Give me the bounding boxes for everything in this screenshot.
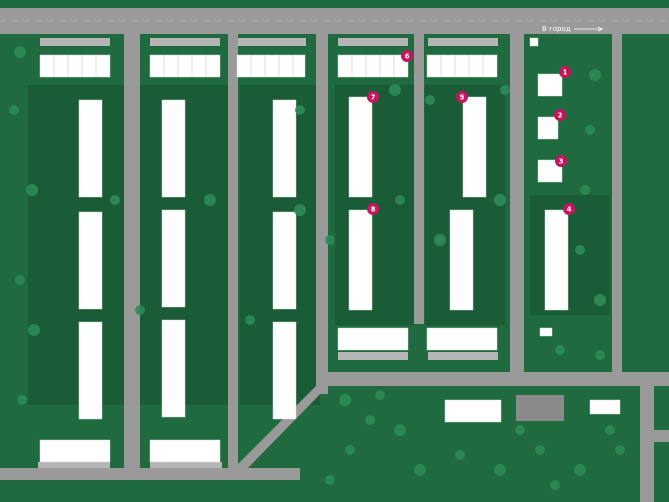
house-block (426, 54, 498, 78)
svg-text:8: 8 (371, 206, 376, 214)
svg-text:6: 6 (405, 53, 410, 61)
driveways (38, 38, 498, 468)
house-block (78, 211, 103, 310)
utility-building (589, 399, 621, 415)
house-block (544, 209, 569, 311)
house-single (529, 37, 539, 47)
svg-text:1: 1 (563, 69, 568, 77)
trees (9, 46, 625, 490)
house-block (39, 439, 111, 463)
parking-lot (516, 395, 564, 421)
house-block (348, 209, 373, 311)
house-block (149, 439, 221, 463)
svg-text:7: 7 (371, 94, 376, 102)
svg-text:5: 5 (460, 94, 465, 102)
house-block (444, 399, 502, 423)
marker-8[interactable]: 8 (367, 203, 379, 215)
house-block (161, 99, 186, 198)
house-block (78, 99, 103, 198)
marker-6[interactable]: 6 (401, 50, 413, 62)
marker-5[interactable]: 5 (456, 91, 468, 103)
house-single (537, 73, 563, 97)
house-single (539, 327, 553, 337)
house-block (449, 209, 474, 311)
svg-text:4: 4 (567, 206, 572, 214)
marker-7[interactable]: 7 (367, 91, 379, 103)
svg-text:3: 3 (559, 158, 564, 166)
house-block (426, 327, 498, 351)
marker-4[interactable]: 4 (563, 203, 575, 215)
markers: 1 2 3 4 5 6 7 8 (367, 50, 575, 215)
marker-1[interactable]: 1 (559, 66, 571, 78)
house-block (337, 327, 409, 351)
house-block (149, 54, 221, 78)
house-block (462, 96, 487, 198)
house-block (78, 321, 103, 420)
road-label: В город (542, 25, 571, 33)
house-block (272, 99, 297, 198)
house-single (537, 116, 559, 140)
house-block (348, 96, 373, 198)
house-dividers (53, 55, 484, 77)
streets (0, 34, 669, 502)
houses (39, 37, 621, 463)
marker-2[interactable]: 2 (554, 109, 566, 121)
house-block (161, 209, 186, 308)
house-single (537, 159, 563, 183)
house-block (161, 319, 186, 418)
marker-3[interactable]: 3 (555, 155, 567, 167)
house-block (39, 54, 111, 78)
house-block (337, 54, 409, 78)
house-block (272, 321, 297, 420)
svg-text:2: 2 (558, 112, 563, 120)
house-block (272, 211, 297, 310)
house-block (236, 54, 306, 78)
